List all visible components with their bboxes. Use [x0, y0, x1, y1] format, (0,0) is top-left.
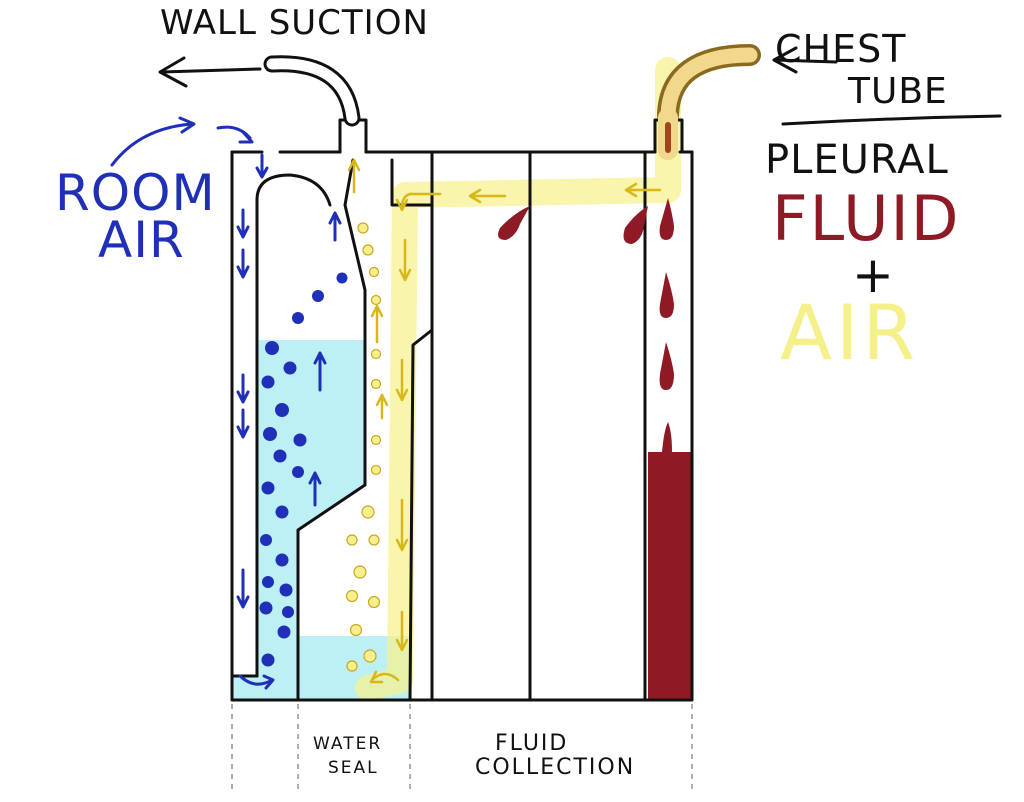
wall-suction-tube	[263, 55, 361, 127]
water-label: WATER	[313, 734, 383, 754]
water-seal-bubbles	[345, 222, 382, 672]
section-markers	[231, 704, 693, 790]
air-flow-arrows	[347, 158, 662, 684]
collection-label: COLLECTION	[475, 755, 636, 780]
wall-suction-label: WALL SUCTION	[160, 3, 429, 43]
air-label: AIR	[780, 288, 920, 377]
collected-pleural-fluid	[648, 422, 692, 700]
room-air-arrows	[110, 116, 342, 690]
pleural-label: PLEURAL	[765, 137, 949, 183]
suction-bubbles	[259, 272, 348, 667]
label-underline	[781, 114, 1002, 126]
room-air-label: AIR	[98, 211, 185, 269]
room-label: ROOM	[55, 164, 216, 222]
fluid-label: FLUID	[772, 182, 961, 255]
plus-label: +	[852, 246, 894, 304]
tube-label: TUBE	[848, 71, 948, 112]
chest-label: CHEST	[775, 27, 907, 71]
suction-direction-arrow	[158, 56, 262, 88]
seal-label: SEAL	[328, 758, 379, 778]
fluid-caption-label: FLUID	[495, 731, 569, 756]
chest-tube	[657, 44, 761, 160]
pleural-fluid-drops	[498, 198, 674, 390]
chest-tube-direction-arrow	[772, 46, 838, 74]
